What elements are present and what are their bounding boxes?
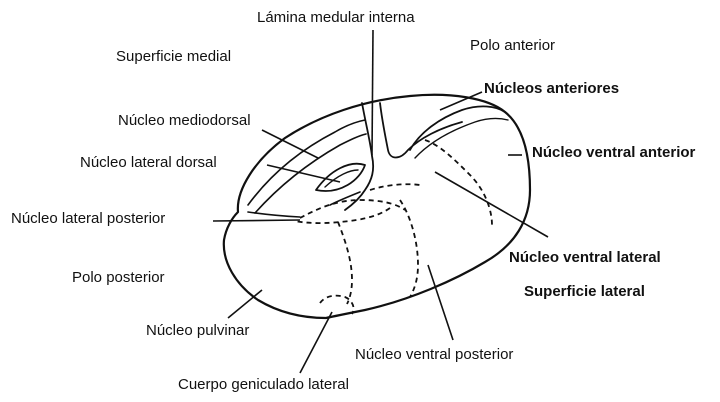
label-nucleo-ventral-anterior: Núcleo ventral anterior — [532, 145, 695, 160]
thalamus-outline — [224, 95, 530, 318]
label-lamina-medular-interna: Lámina medular interna — [257, 10, 415, 25]
label-polo-anterior: Polo anterior — [470, 38, 555, 53]
label-nucleo-lateral-dorsal: Núcleo lateral dorsal — [80, 155, 217, 170]
leader-geniculado — [300, 312, 332, 373]
vl-border-upper — [370, 184, 420, 190]
leader-lamina — [372, 30, 373, 155]
vl-vp-border — [400, 200, 418, 297]
pulvinar-border-2 — [338, 222, 352, 304]
leader-ventral-posterior — [428, 265, 453, 340]
leader-ventral-lateral — [435, 172, 548, 237]
label-superficie-lateral: Superficie lateral — [524, 284, 645, 299]
lp-border — [295, 208, 390, 223]
medial-rim — [248, 120, 365, 205]
label-nucleo-mediodorsal: Núcleo mediodorsal — [118, 113, 251, 128]
leader-lateral-dorsal — [267, 165, 340, 182]
leader-lateral-posterior — [213, 220, 300, 221]
lgn-outline — [320, 296, 354, 314]
label-cuerpo-geniculado-lateral: Cuerpo geniculado lateral — [178, 377, 349, 392]
label-nucleo-lateral-posterior: Núcleo lateral posterior — [11, 211, 165, 226]
leader-pulvinar — [228, 290, 262, 318]
va-vl-border — [425, 140, 492, 225]
label-polo-posterior: Polo posterior — [72, 270, 165, 285]
internal-medullary-lamina-2 — [380, 103, 462, 158]
label-nucleo-ventral-posterior: Núcleo ventral posterior — [355, 347, 513, 362]
internal-medullary-lamina — [345, 103, 373, 210]
label-superficie-medial: Superficie medial — [116, 49, 231, 64]
label-nucleo-ventral-lateral: Núcleo ventral lateral — [509, 250, 661, 265]
medial-lower-rim — [248, 212, 300, 217]
label-nucleos-anteriores: Núcleos anteriores — [484, 81, 619, 96]
label-nucleo-pulvinar: Núcleo pulvinar — [146, 323, 249, 338]
anterior-nuclei-outline-2 — [415, 118, 508, 158]
